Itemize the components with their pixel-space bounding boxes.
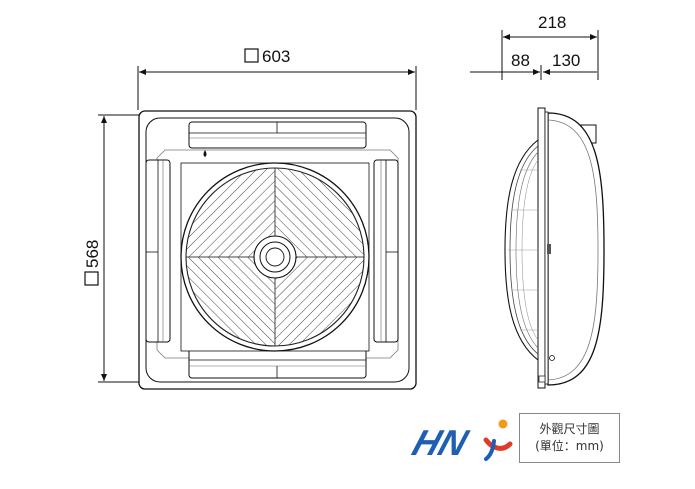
bottom-louver [188, 345, 367, 379]
indicator-icon [203, 150, 207, 157]
depth-b-value: 130 [552, 51, 580, 70]
height-value: 568 [83, 240, 102, 268]
note-unit: (單位：mm) [535, 439, 604, 453]
width-dimension: 603 [137, 47, 417, 110]
side-view [504, 107, 605, 389]
top-louver [188, 121, 367, 149]
left-louver [145, 159, 171, 343]
fan-grille-icon [180, 162, 370, 352]
front-view [138, 110, 417, 390]
right-louver [373, 159, 399, 343]
width-value: 603 [262, 47, 290, 66]
logo-text: HN [408, 423, 474, 463]
height-dimension: 568 [83, 114, 140, 383]
side-dimensions: 218 88 130 [470, 13, 599, 80]
logo-icon: HN [408, 419, 513, 463]
note-title: 外觀尺寸圖 [539, 422, 600, 436]
total-depth-value: 218 [538, 13, 566, 32]
depth-a-value: 88 [511, 51, 530, 70]
square-dimension-icon [244, 48, 259, 63]
note-box: 外觀尺寸圖 (單位：mm) [519, 413, 620, 463]
square-dimension-icon [84, 271, 99, 286]
